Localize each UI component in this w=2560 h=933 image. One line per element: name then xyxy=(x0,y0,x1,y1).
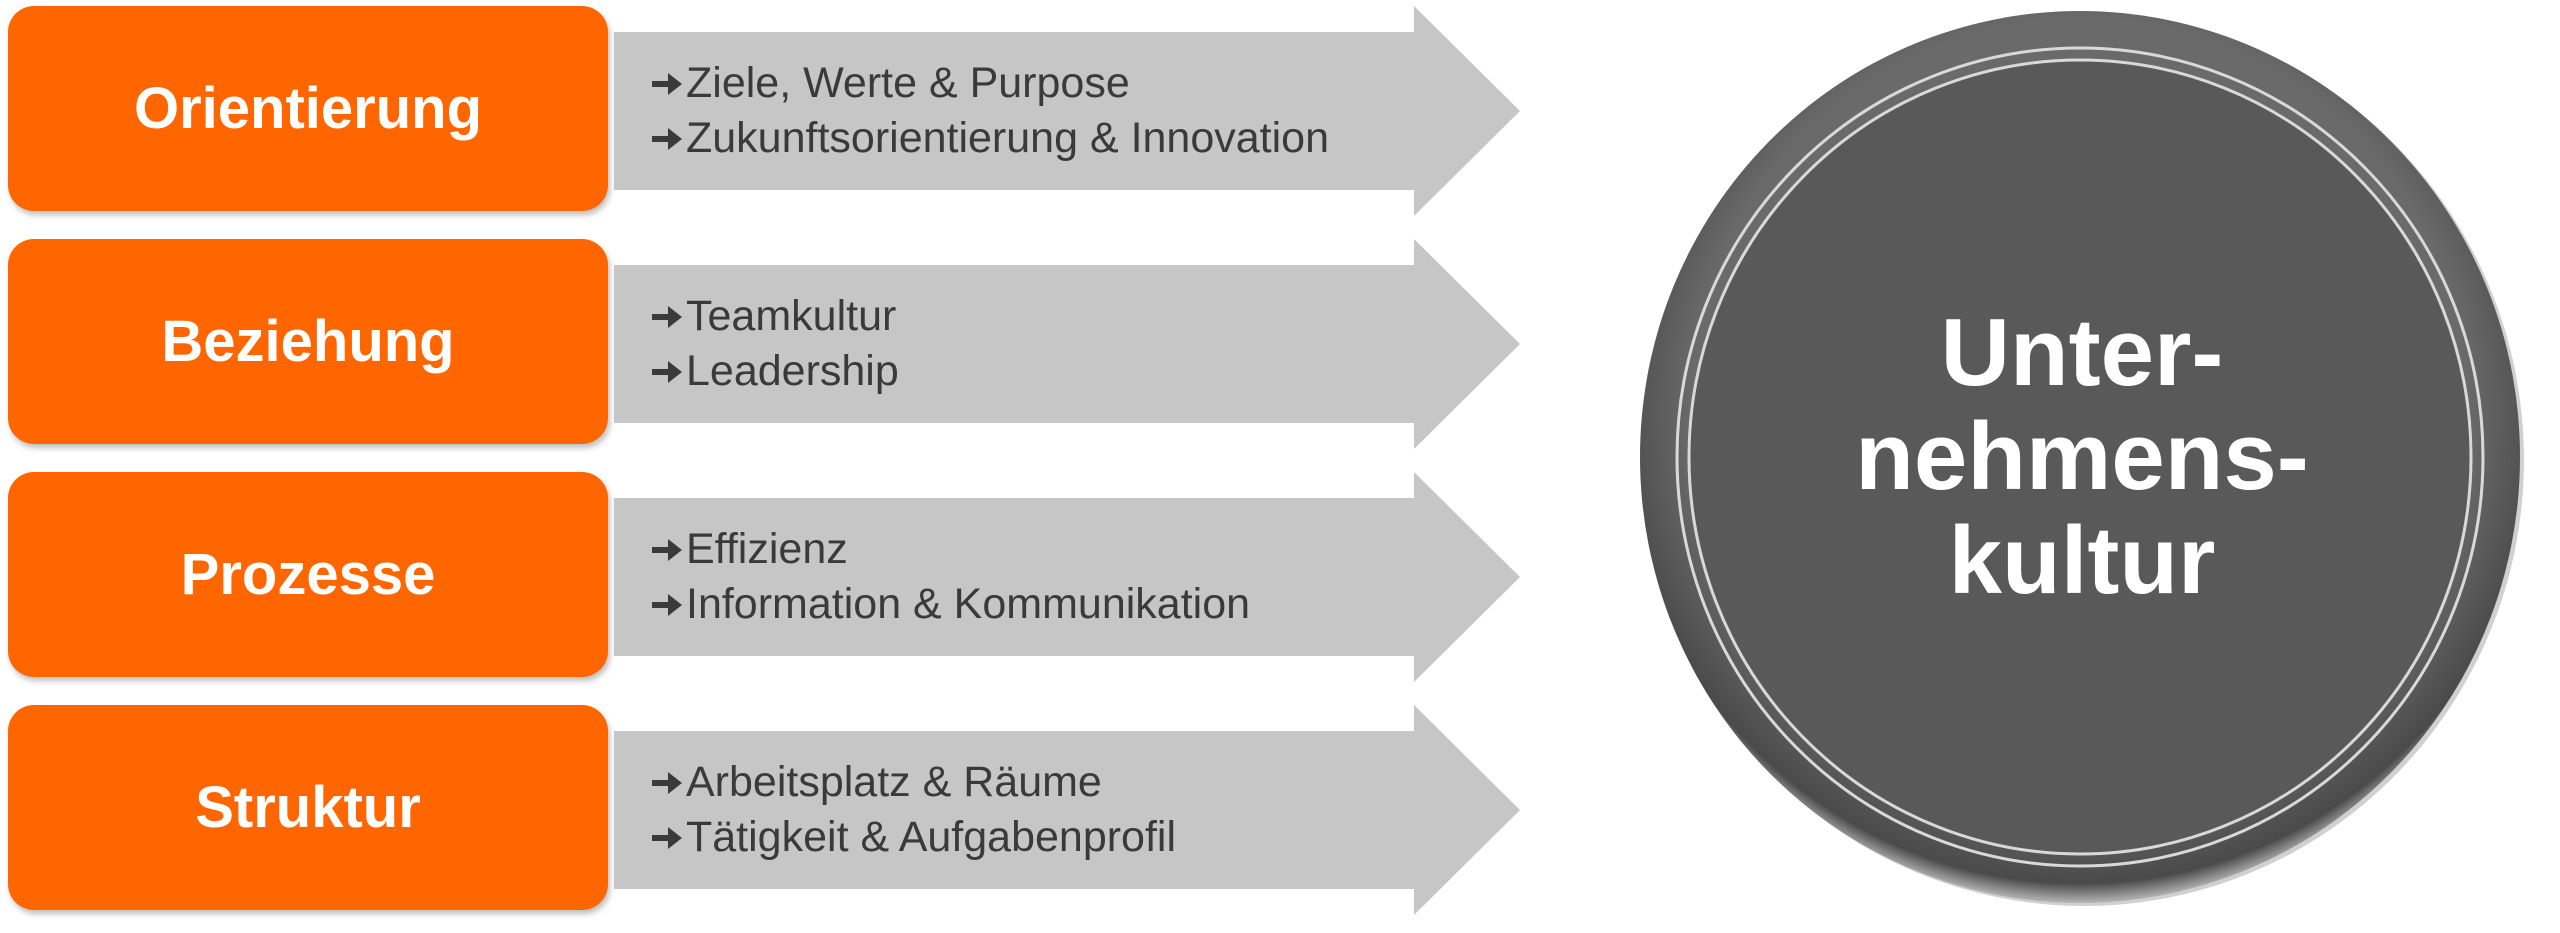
arrow-right-icon xyxy=(652,538,682,561)
list-item: Ziele, Werte & Purpose xyxy=(650,56,1450,111)
pillar-label-struktur: Struktur xyxy=(8,705,608,910)
list-item: Effizienz xyxy=(650,522,1450,577)
list-item: Information & Kommunikation xyxy=(650,577,1450,632)
pillar-items-beziehung: Teamkultur Leadership xyxy=(650,239,1450,449)
circle-title-line: kultur xyxy=(1948,507,2216,614)
culture-circle xyxy=(1640,11,2524,906)
pillar-label-beziehung: Beziehung xyxy=(8,239,608,444)
pillar-row-struktur: Struktur Arbeitsplatz & Räume Tätigkeit … xyxy=(0,705,1540,915)
arrow-right-icon xyxy=(652,127,682,150)
list-item: Leadership xyxy=(650,344,1450,399)
circle-inner-disc xyxy=(1687,58,2473,856)
pillar-label-orientierung: Orientierung xyxy=(8,6,608,211)
list-item: Teamkultur xyxy=(650,289,1450,344)
list-item: Arbeitsplatz & Räume xyxy=(650,755,1450,810)
pillar-items-prozesse: Effizienz Information & Kommunikation xyxy=(650,472,1450,682)
pillar-row-orientierung: Orientierung Ziele, Werte & Purpose Zuku… xyxy=(0,6,1540,216)
pillar-items-orientierung: Ziele, Werte & Purpose Zukunftsorientier… xyxy=(650,6,1450,216)
pillar-label-prozesse: Prozesse xyxy=(8,472,608,677)
list-item-text: Arbeitsplatz & Räume xyxy=(686,758,1102,806)
arrow-right-icon xyxy=(652,72,682,95)
pillar-arrow-beziehung xyxy=(614,239,1520,449)
pillar-arrow-struktur xyxy=(614,705,1520,915)
pillar-row-prozesse: Prozesse Effizienz Information & Kommuni… xyxy=(0,472,1540,682)
list-item-text: Information & Kommunikation xyxy=(686,580,1251,628)
arrow-right-icon xyxy=(652,593,682,616)
arrow-right-icon xyxy=(652,305,682,328)
list-item-text: Effizienz xyxy=(686,525,848,573)
pillar-arrow-orientierung xyxy=(614,6,1520,216)
pillar-row-beziehung: Beziehung Teamkultur Leadership xyxy=(0,239,1540,449)
list-item-text: Ziele, Werte & Purpose xyxy=(686,59,1130,107)
arrow-right-icon xyxy=(652,771,682,794)
circle-outer-ring xyxy=(1675,46,2485,868)
circle-title-line: Unter- xyxy=(1940,299,2224,406)
circle-title-line: nehmens- xyxy=(1855,403,2309,510)
list-item-text: Zukunftsorientierung & Innovation xyxy=(686,114,1330,162)
list-item: Tätigkeit & Aufgabenprofil xyxy=(650,810,1450,865)
list-item-text: Teamkultur xyxy=(686,292,897,340)
list-item: Zukunftsorientierung & Innovation xyxy=(650,111,1450,166)
list-item-text: Tätigkeit & Aufgabenprofil xyxy=(686,813,1177,861)
arrow-right-icon xyxy=(652,360,682,383)
pillar-arrow-prozesse xyxy=(614,472,1520,682)
list-item-text: Leadership xyxy=(686,347,899,395)
arrow-right-icon xyxy=(652,826,682,849)
pillar-items-struktur: Arbeitsplatz & Räume Tätigkeit & Aufgabe… xyxy=(650,705,1450,915)
culture-circle-title: Unter- nehmens- kultur xyxy=(1632,2,2532,912)
